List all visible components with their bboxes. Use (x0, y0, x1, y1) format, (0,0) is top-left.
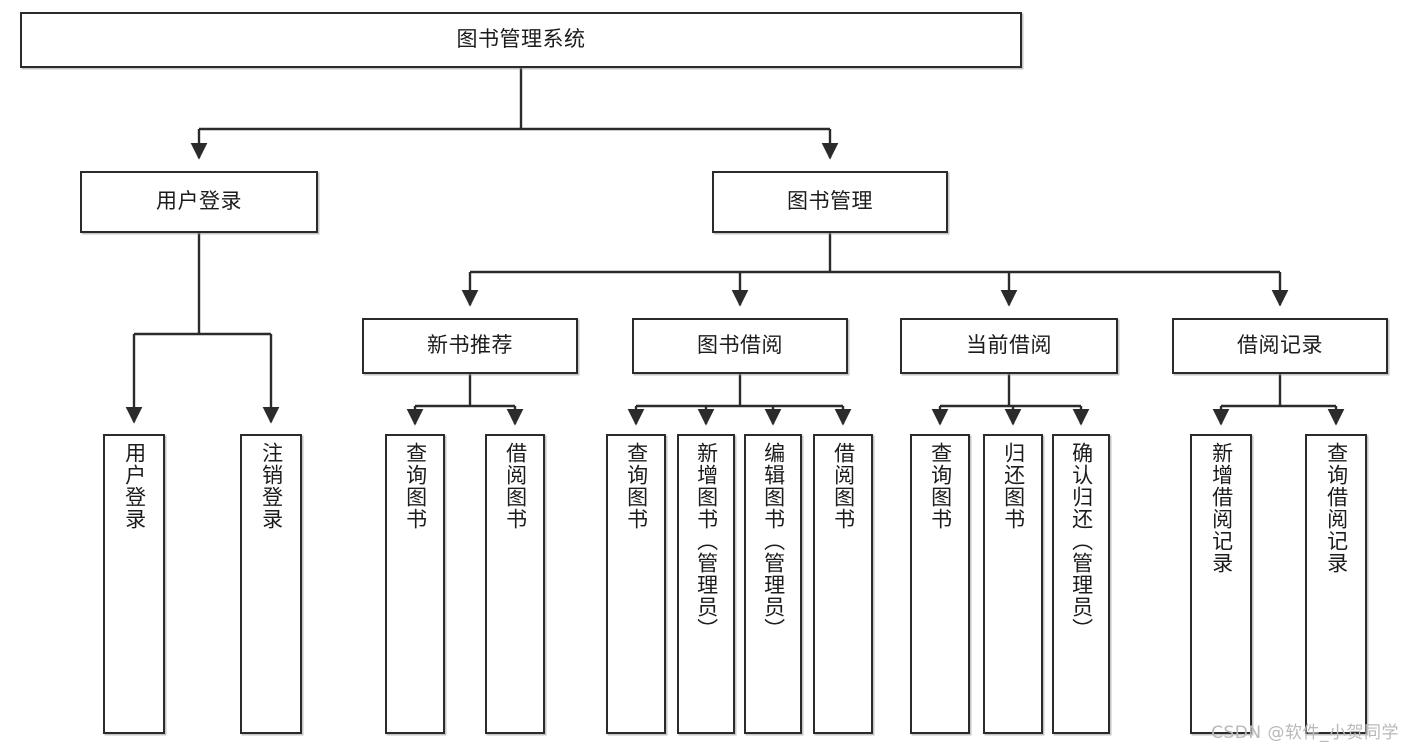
node-leaf-add-record[interactable]: 新增借阅记录 (1190, 434, 1252, 734)
node-root[interactable]: 图书管理系统 (20, 12, 1022, 68)
node-leaf-query-book-1-label: 查询图书 (403, 442, 428, 530)
node-leaf-borrow-book-1[interactable]: 借阅图书 (485, 434, 545, 734)
node-leaf-query-book-1[interactable]: 查询图书 (385, 434, 445, 734)
node-borrow-record-label: 借阅记录 (1237, 333, 1323, 358)
node-leaf-edit-book[interactable]: 编辑图书（管理员） (744, 434, 802, 734)
node-book-borrow-label: 图书借阅 (697, 333, 783, 358)
node-leaf-borrow-book-2[interactable]: 借阅图书 (813, 434, 873, 734)
node-leaf-user-login-label: 用户登录 (122, 442, 147, 530)
node-leaf-confirm-return-label: 确认归还（管理员） (1069, 442, 1094, 640)
node-leaf-query-record-label: 查询借阅记录 (1324, 442, 1349, 574)
node-leaf-query-book-3[interactable]: 查询图书 (910, 434, 970, 734)
node-new-book-recommend-label: 新书推荐 (427, 333, 513, 358)
node-leaf-user-login[interactable]: 用户登录 (103, 434, 165, 734)
node-book-borrow[interactable]: 图书借阅 (632, 318, 848, 374)
node-root-label: 图书管理系统 (456, 27, 586, 52)
node-leaf-logout-label: 注销登录 (259, 442, 284, 530)
node-leaf-return-book[interactable]: 归还图书 (983, 434, 1043, 734)
node-book-manage[interactable]: 图书管理 (712, 171, 948, 233)
node-book-manage-label: 图书管理 (787, 189, 873, 214)
node-borrow-record[interactable]: 借阅记录 (1172, 318, 1388, 374)
node-leaf-borrow-book-2-label: 借阅图书 (831, 442, 856, 530)
node-leaf-edit-book-label: 编辑图书（管理员） (761, 442, 786, 640)
node-leaf-confirm-return[interactable]: 确认归还（管理员） (1052, 434, 1110, 734)
node-user-login-label: 用户登录 (156, 189, 242, 214)
node-leaf-return-book-label: 归还图书 (1001, 442, 1026, 530)
node-new-book-recommend[interactable]: 新书推荐 (362, 318, 578, 374)
node-leaf-logout[interactable]: 注销登录 (240, 434, 302, 734)
node-user-login[interactable]: 用户登录 (80, 171, 318, 233)
node-leaf-query-book-2-label: 查询图书 (624, 442, 649, 530)
node-current-borrow[interactable]: 当前借阅 (900, 318, 1118, 374)
csdn-watermark: CSDN @软件_小贺同学 (1211, 723, 1399, 743)
node-current-borrow-label: 当前借阅 (966, 333, 1052, 358)
node-leaf-borrow-book-1-label: 借阅图书 (503, 442, 528, 530)
node-leaf-add-book[interactable]: 新增图书（管理员） (677, 434, 735, 734)
node-leaf-add-book-label: 新增图书（管理员） (694, 442, 719, 640)
node-leaf-add-record-label: 新增借阅记录 (1209, 442, 1234, 574)
node-leaf-query-book-2[interactable]: 查询图书 (606, 434, 666, 734)
node-leaf-query-record[interactable]: 查询借阅记录 (1305, 434, 1367, 734)
node-leaf-query-book-3-label: 查询图书 (928, 442, 953, 530)
